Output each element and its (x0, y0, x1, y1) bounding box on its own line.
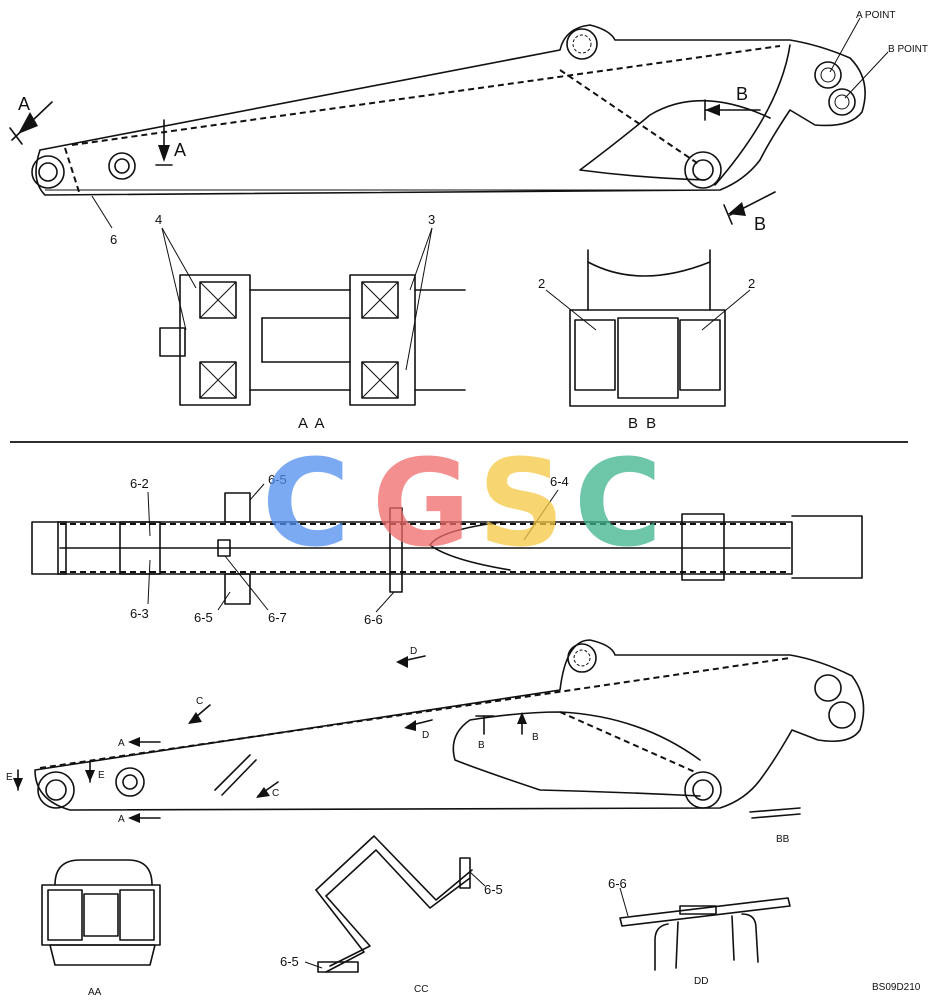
detail-cc-title: CC (414, 984, 428, 995)
detail-dd-title: DD (694, 976, 708, 987)
section-bb-view: 2 2 B B (538, 249, 755, 432)
callout-6-4-label: 6-4 (550, 474, 569, 489)
detail-aa-title: AA (88, 987, 102, 998)
d-mid-label: D (422, 730, 429, 741)
callout-6-7-label: 6-7 (268, 610, 287, 625)
drawing-code: BS09D210 (872, 982, 921, 993)
cc-6-5-right-label: 6-5 (484, 882, 503, 897)
callout-3-label: 3 (428, 212, 435, 227)
detail-dd: 6-6 DD (608, 876, 791, 987)
part-6-label: 6 (110, 232, 117, 247)
lower-boom-side-view: D D C C A A E E B B BB (6, 639, 865, 845)
callout-2-right-label: 2 (748, 276, 755, 291)
watermark-letter-2: G (372, 435, 471, 574)
top-boom-side-view: A POINT B POINT A A B B 6 (9, 10, 928, 247)
plan-view: 6-2 6-3 6-4 6-5 6-5 6-6 6-7 (31, 472, 863, 627)
e-right-label: E (98, 770, 105, 781)
a-point-label: A POINT (856, 10, 895, 21)
callout-6-5-top-label: 6-5 (268, 472, 287, 487)
dd-6-6-label: 6-6 (608, 876, 627, 891)
arrow-b-bottom-label: B (754, 214, 766, 234)
c-bottom-label: C (272, 788, 279, 799)
b-point-label: B POINT (888, 44, 928, 55)
section-aa-view: 4 3 A A (155, 212, 466, 432)
e-left-label: E (6, 772, 13, 783)
b-right-label: B (532, 732, 539, 743)
callout-6-3-label: 6-3 (130, 606, 149, 621)
watermark-letter-3: S (478, 435, 564, 574)
d-top-label: D (410, 646, 417, 657)
callout-6-6-label: 6-6 (364, 612, 383, 627)
cgsc-watermark: C G S C (262, 435, 662, 574)
callout-6-5-bottom-label: 6-5 (194, 610, 213, 625)
a-top-label: A (118, 738, 125, 749)
section-aa-title: A A (298, 415, 327, 432)
b-left-label: B (478, 740, 485, 751)
bb-label: BB (776, 834, 790, 845)
watermark-letter-1: C (262, 435, 350, 574)
c-top-label: C (196, 696, 203, 707)
section-bb-title: B B (628, 415, 658, 432)
arrow-b-top-label: B (736, 84, 748, 104)
arrow-a-left-label: A (18, 94, 30, 114)
detail-cc: 6-5 6-5 CC (280, 835, 503, 995)
watermark-letter-4: C (574, 435, 662, 574)
detail-aa: AA (41, 859, 161, 998)
callout-4-label: 4 (155, 212, 162, 227)
a-bottom-label: A (118, 814, 125, 825)
cc-6-5-left-label: 6-5 (280, 954, 299, 969)
arrow-a-mid-label: A (174, 140, 186, 160)
callout-2-left-label: 2 (538, 276, 545, 291)
callout-6-2-label: 6-2 (130, 476, 149, 491)
